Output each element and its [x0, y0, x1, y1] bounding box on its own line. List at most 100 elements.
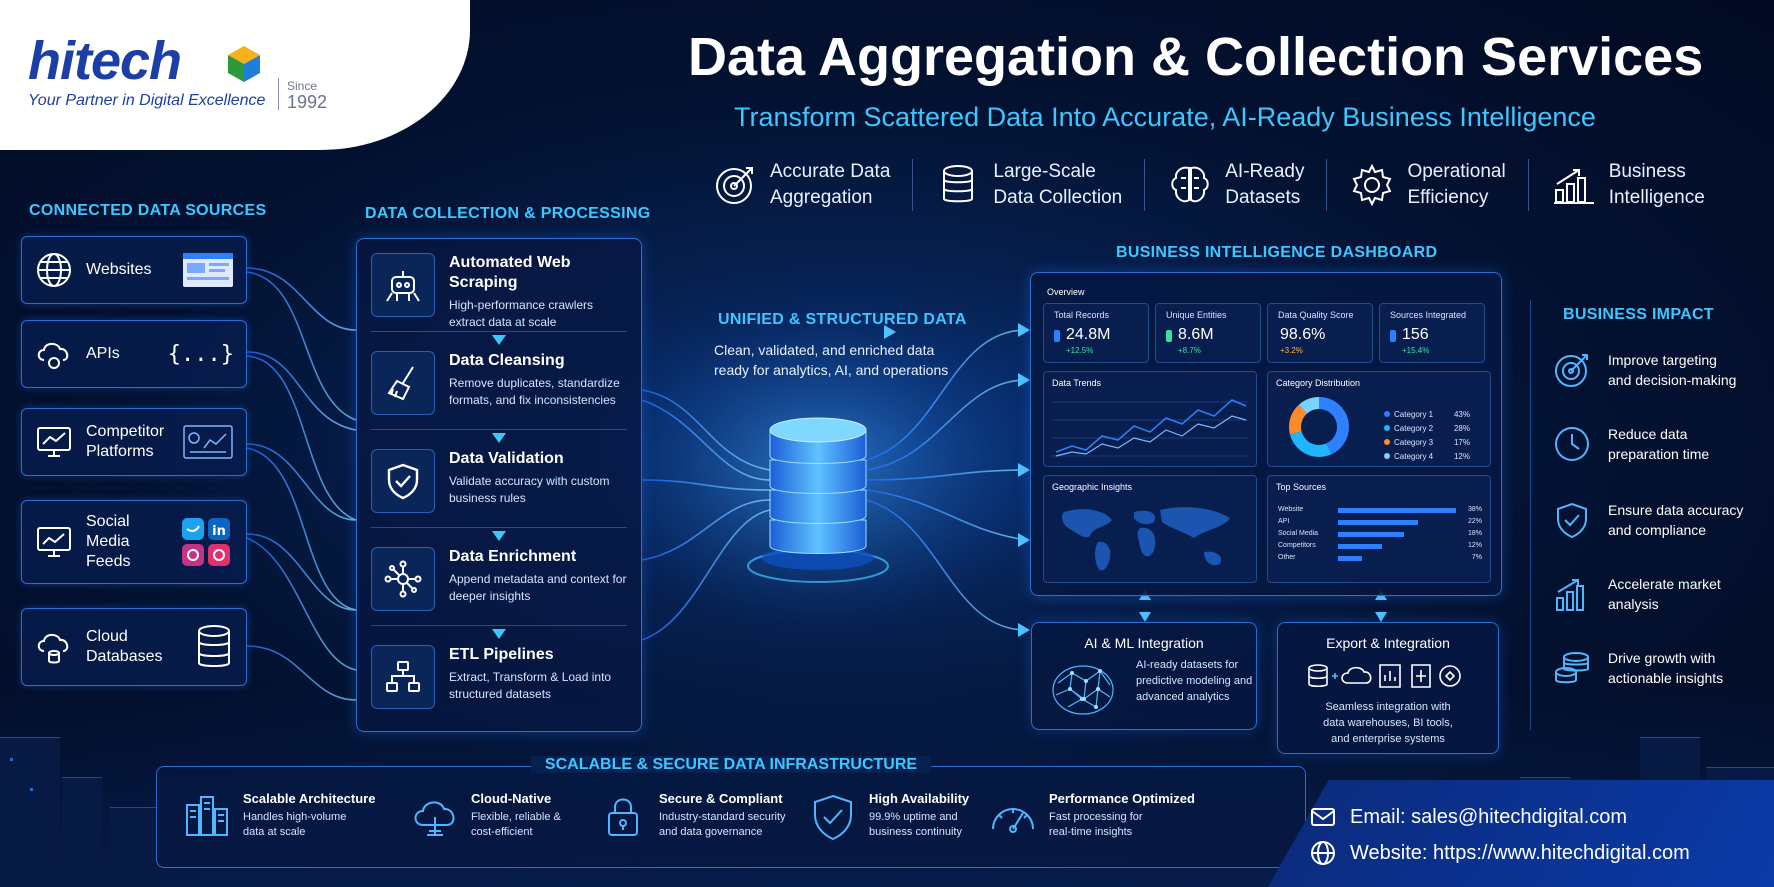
kpi-total-records[interactable]: Total Records 24.8M+12.5%	[1043, 303, 1149, 363]
target-icon	[1555, 354, 1588, 387]
globe-icon	[37, 253, 71, 287]
network-icon	[384, 560, 422, 598]
brand-logo[interactable]: hitech	[28, 31, 182, 91]
dashboard-thumbnail-icon	[183, 425, 233, 459]
target-icon	[716, 167, 753, 204]
code-braces-icon: {...}	[167, 341, 234, 367]
kpi-data-quality[interactable]: Data Quality Score 98.6%+3.2%	[1267, 303, 1373, 363]
database-icon	[943, 165, 974, 203]
unified-description: Clean, validated, and enriched data read…	[714, 342, 949, 378]
kpi-unique-entities[interactable]: Unique Entities 8.6M+8.7%	[1155, 303, 1261, 363]
shield-check-icon	[1557, 502, 1587, 539]
database-icon	[198, 625, 230, 667]
lock-icon	[608, 798, 638, 836]
integration-icons	[1308, 664, 1461, 688]
gauge-icon	[992, 808, 1034, 833]
dashboard-title: BUSINESS INTELLIGENCE DASHBOARD	[1116, 244, 1438, 261]
feature-strip: Accurate Data Aggregation Large-Scale Da…	[690, 156, 1727, 214]
robot-icon	[386, 271, 420, 302]
source-cloud-databases[interactable]: Cloud Databases	[21, 608, 247, 686]
clock-icon	[1555, 427, 1589, 461]
feature-item: Operational Efficiency	[1327, 159, 1529, 211]
neural-brain-icon	[1052, 665, 1114, 715]
cloud-gear-icon	[37, 342, 69, 369]
geographic-insights-panel[interactable]: Geographic Insights	[1043, 475, 1257, 583]
logo-cube-icon	[228, 46, 260, 82]
central-database-icon	[747, 417, 889, 583]
brand-tagline: Your Partner in Digital Excellence	[28, 92, 266, 109]
bar-chart-icon	[1556, 579, 1584, 611]
page-title: Data Aggregation & Collection Services	[688, 27, 1704, 87]
brain-icon	[1171, 166, 1209, 203]
bar-chart-icon	[1553, 169, 1594, 204]
data-trends-panel[interactable]: Data Trends	[1043, 371, 1257, 467]
social-logos-icon: in	[182, 518, 230, 566]
ai-ml-integration-box[interactable]: AI & ML Integration AI-ready datasets fo…	[1031, 622, 1257, 730]
contact-band	[1268, 780, 1774, 887]
impact-item: Ensure data accuracy and compliance	[1552, 498, 1762, 542]
source-competitor-platforms[interactable]: Competitor Platforms	[21, 408, 247, 476]
contact-website[interactable]: Website: https://www.hitechdigital.com	[1310, 840, 1690, 866]
social-monitor-icon	[37, 527, 71, 557]
monitor-chart-icon	[37, 427, 71, 457]
cloud-icon	[414, 801, 455, 836]
infrastructure-panel: SCALABLE & SECURE DATA INFRASTRUCTURE Sc…	[156, 756, 1306, 868]
source-websites[interactable]: Websites	[21, 236, 247, 304]
feature-item: AI-Ready Datasets	[1145, 159, 1328, 211]
broom-icon	[387, 366, 414, 401]
trends-line-chart	[1052, 399, 1248, 457]
export-integration-box[interactable]: Export & Integration Seamless integratio…	[1277, 622, 1499, 754]
contact-email[interactable]: Email: sales@hitechdigital.com	[1310, 804, 1627, 830]
shield-check-icon	[387, 463, 419, 500]
sources-title: CONNECTED DATA SOURCES	[29, 202, 267, 219]
impact-item: Accelerate market analysis	[1552, 572, 1762, 616]
feature-item: Large-Scale Data Collection	[913, 159, 1146, 211]
kpi-sources-integrated[interactable]: Sources Integrated 156+15.4%	[1379, 303, 1485, 363]
flow-arrow	[492, 335, 506, 345]
coins-icon	[1555, 652, 1589, 684]
impact-item: Improve targeting and decision-making	[1552, 348, 1762, 392]
feature-item: Business Intelligence	[1529, 159, 1727, 211]
source-apis[interactable]: APIs {...}	[21, 320, 247, 388]
logo-area: hitech Your Partner in Digital Excellenc…	[0, 0, 470, 150]
globe-icon	[1311, 841, 1335, 865]
flow-arrow	[492, 433, 506, 443]
cloud-database-icon	[37, 633, 69, 664]
server-icon	[186, 796, 228, 836]
page-subtitle: Transform Scattered Data Into Accurate, …	[734, 102, 1596, 132]
infrastructure-title: SCALABLE & SECURE DATA INFRASTRUCTURE	[530, 756, 932, 773]
category-donut-chart	[1289, 397, 1349, 457]
flow-arrow	[492, 531, 506, 541]
source-social-media[interactable]: Social Media Feeds in	[21, 500, 247, 584]
flow-arrow	[492, 629, 506, 639]
pipeline-icon	[386, 661, 420, 692]
shield-check-icon	[814, 794, 852, 841]
bi-dashboard: Overview Total Records 24.8M+12.5% Uniqu…	[1030, 272, 1502, 596]
svg-text:in: in	[212, 524, 226, 539]
world-map-icon	[1061, 507, 1230, 571]
mail-icon	[1311, 808, 1335, 826]
